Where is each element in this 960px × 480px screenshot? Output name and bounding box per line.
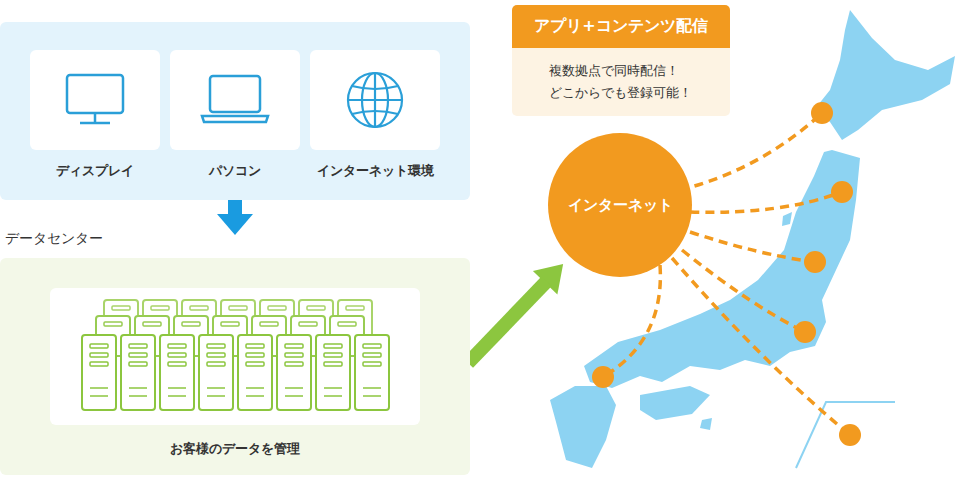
server <box>199 335 233 410</box>
internet-circle: インターネット <box>548 133 692 277</box>
section-heading: データセンター <box>5 230 103 248</box>
server-slot <box>90 387 108 389</box>
device-card: ディスプレイ <box>30 50 160 150</box>
down-arrow <box>217 200 253 235</box>
server-slot <box>285 395 303 397</box>
card-label: インターネット環境 <box>290 162 460 180</box>
server-slot <box>268 306 286 310</box>
server-slot <box>324 387 342 389</box>
server-slot <box>221 322 239 326</box>
server-slot <box>90 362 108 366</box>
server-slot <box>182 322 200 326</box>
card-label: お客様のデータを管理 <box>30 440 440 458</box>
server-slot <box>299 322 317 326</box>
server-slot <box>285 387 303 389</box>
server-slot <box>151 306 169 310</box>
server <box>82 335 116 410</box>
server <box>316 335 350 410</box>
server-slot <box>129 387 147 389</box>
server-slot <box>363 387 381 389</box>
server-slot <box>285 344 303 348</box>
server-slot <box>346 306 364 310</box>
server-slot <box>90 395 108 397</box>
server-slot <box>207 362 225 366</box>
server <box>160 335 194 410</box>
server-slot <box>168 387 186 389</box>
server-slot <box>207 344 225 348</box>
server-slot <box>363 344 381 348</box>
server-slot <box>143 322 161 326</box>
server-slot <box>229 306 247 310</box>
server-slot <box>207 387 225 389</box>
server-slot <box>90 353 108 357</box>
server-slot <box>168 353 186 357</box>
display-icon <box>30 50 160 150</box>
server-slot <box>246 362 264 366</box>
server-slot <box>363 362 381 366</box>
server-slot <box>285 353 303 357</box>
server-slot <box>363 353 381 357</box>
server-card: お客様のデータを管理 <box>50 288 420 425</box>
server-slot <box>168 362 186 366</box>
server-slot <box>246 353 264 357</box>
server <box>355 335 389 410</box>
laptop-icon <box>170 50 300 150</box>
okinawa-inset-lines <box>796 402 895 468</box>
server-slot <box>307 306 325 310</box>
server-slot <box>207 395 225 397</box>
server-slot <box>129 353 147 357</box>
circle-label: インターネット <box>568 196 673 215</box>
server-slot <box>246 344 264 348</box>
devices-panel <box>0 22 470 200</box>
server-slot <box>324 353 342 357</box>
server-slot <box>168 395 186 397</box>
box-heading: アプリ+コンテンツ配信 <box>512 5 730 48</box>
card-label: パソコン <box>150 162 320 180</box>
server <box>121 335 155 410</box>
server-slot <box>129 344 147 348</box>
globe-icon <box>310 50 440 150</box>
server-slot <box>104 322 122 326</box>
server-rack-illustration <box>50 288 420 425</box>
server-slot <box>90 344 108 348</box>
server-slot <box>207 353 225 357</box>
server <box>238 335 272 410</box>
server-slot <box>324 362 342 366</box>
card-label: ディスプレイ <box>10 162 180 180</box>
server-slot <box>363 395 381 397</box>
server-slot <box>324 395 342 397</box>
server-slot <box>129 395 147 397</box>
device-card: パソコン <box>170 50 300 150</box>
flow-arrow <box>468 264 563 363</box>
server-slot <box>285 362 303 366</box>
datacenter-panel: データセンターお客様のデータを管理 <box>0 258 470 475</box>
box-text: 複数拠点で同時配信！ どこからでも登録可能！ <box>549 60 694 104</box>
server-slot <box>190 306 208 310</box>
server-slot <box>129 362 147 366</box>
delivery-box: アプリ+コンテンツ配信複数拠点で同時配信！ どこからでも登録可能！ <box>512 5 730 116</box>
server <box>277 335 311 410</box>
box-body: 複数拠点で同時配信！ どこからでも登録可能！ <box>512 48 730 116</box>
server-slot <box>260 322 278 326</box>
server-slot <box>324 344 342 348</box>
device-card: インターネット環境 <box>310 50 440 150</box>
server-slot <box>112 306 130 310</box>
server-slot <box>338 322 356 326</box>
arrow-shaft <box>468 281 547 363</box>
server-slot <box>168 344 186 348</box>
server-slot <box>246 387 264 389</box>
server-slot <box>246 395 264 397</box>
